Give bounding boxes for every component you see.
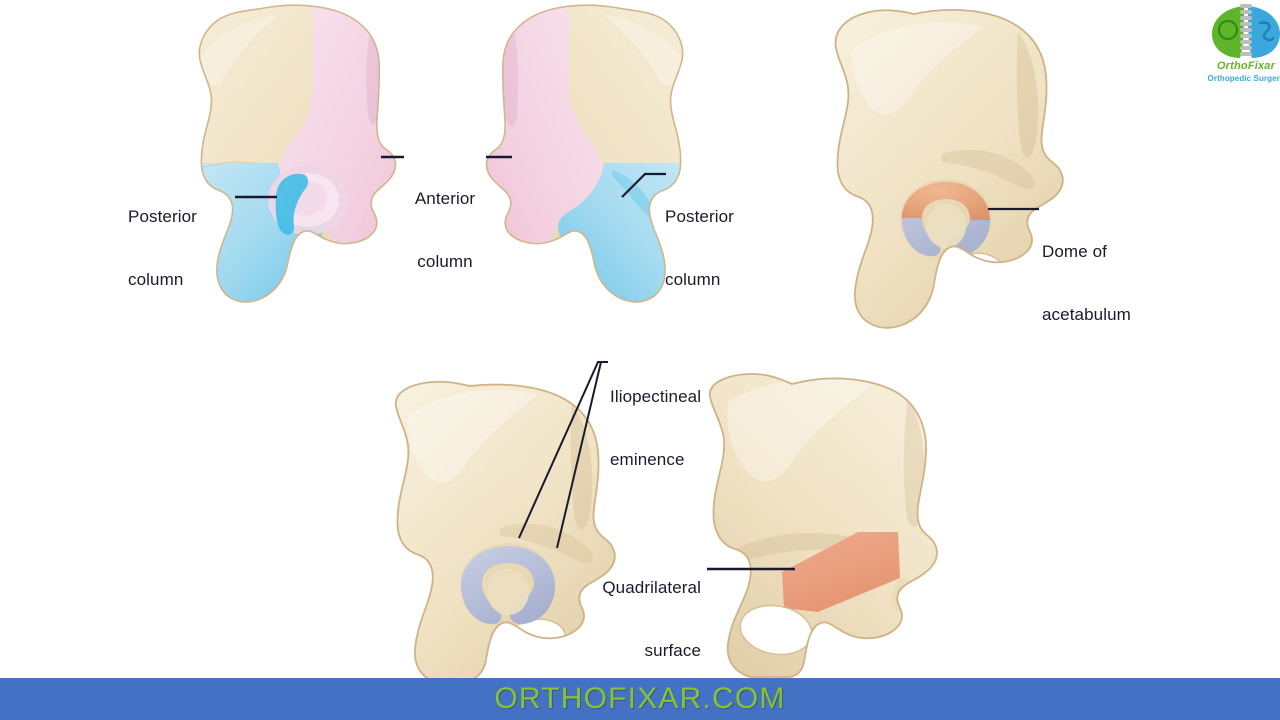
figure-hemipelvis-quadrilateral-surface — [672, 372, 952, 678]
hemipelvis-acetabular-dome-svg — [834, 9, 1064, 329]
label-posterior-column-left: Posterior column — [128, 164, 238, 332]
label-iliopectineal-eminence-line1: Iliopectineal — [610, 387, 702, 406]
label-anterior-column: Anterior column — [399, 146, 491, 314]
label-posterior-column-left-line1: Posterior — [128, 207, 197, 226]
label-anterior-column-line1: Anterior — [414, 189, 476, 208]
label-quadrilateral-surface-line2: surface — [644, 641, 701, 660]
logo-wordmark: OrthoFixar — [1216, 60, 1276, 72]
label-iliopectineal-eminence-line2: eminence — [610, 450, 685, 469]
leader-line-iliopectineal-eminence-b — [556, 361, 602, 549]
label-posterior-column-right-line2: column — [665, 270, 721, 289]
label-posterior-column-right: Posterior column — [665, 164, 775, 332]
site-banner-text: ORTHOFIXAR.COM — [494, 682, 786, 715]
logo-tagline: Orthopedic Surgery — [1207, 74, 1280, 83]
figure-hemipelvis-acetabular-dome — [822, 4, 1092, 334]
hemipelvis-medial-columns-svg — [485, 4, 684, 303]
orthofixar-logo[interactable]: OrthoFixar Orthopedic Surgery — [1204, 2, 1280, 98]
acetabular-dome-region — [902, 182, 990, 220]
orthofixar-logo-mark — [1212, 4, 1280, 58]
logo-spine-icon — [1240, 4, 1252, 56]
logo-leaf-blue — [1248, 6, 1280, 58]
figure-hemipelvis-medial-columns — [462, 0, 702, 320]
label-dome-of-acetabulum: Dome of acetabulum — [1042, 199, 1162, 367]
leader-line-iliopectineal-eminence-a — [518, 361, 608, 539]
hemipelvis-lateral-columns-svg — [198, 4, 397, 303]
label-dome-of-acetabulum-line2: acetabulum — [1042, 305, 1131, 324]
label-iliopectineal-eminence: Iliopectineal eminence — [610, 344, 740, 512]
logo-glyph-s — [1258, 21, 1275, 42]
quadrilateral-surface-region — [782, 532, 900, 612]
figure-hemipelvis-iliopectineal-eminence — [392, 380, 652, 683]
label-quadrilateral-surface: Quadrilateral surface — [576, 535, 701, 703]
figure-hemipelvis-lateral-columns — [180, 0, 430, 320]
acetabulum-lavender-region — [461, 546, 555, 625]
label-quadrilateral-surface-line1: Quadrilateral — [602, 578, 701, 597]
label-anterior-column-line2: column — [417, 252, 473, 271]
leader-line-posterior-column-right — [621, 172, 666, 198]
hemipelvis-iliopectineal-eminence-svg — [395, 380, 616, 683]
hemipelvis-quadrilateral-surface-svg — [709, 373, 938, 678]
logo-glyph-o — [1217, 19, 1239, 41]
label-dome-of-acetabulum-line1: Dome of — [1042, 242, 1107, 261]
logo-leaf-green — [1212, 6, 1244, 58]
label-posterior-column-right-line1: Posterior — [665, 207, 734, 226]
site-banner[interactable]: ORTHOFIXAR.COM — [0, 678, 1280, 720]
label-posterior-column-left-line2: column — [128, 270, 184, 289]
